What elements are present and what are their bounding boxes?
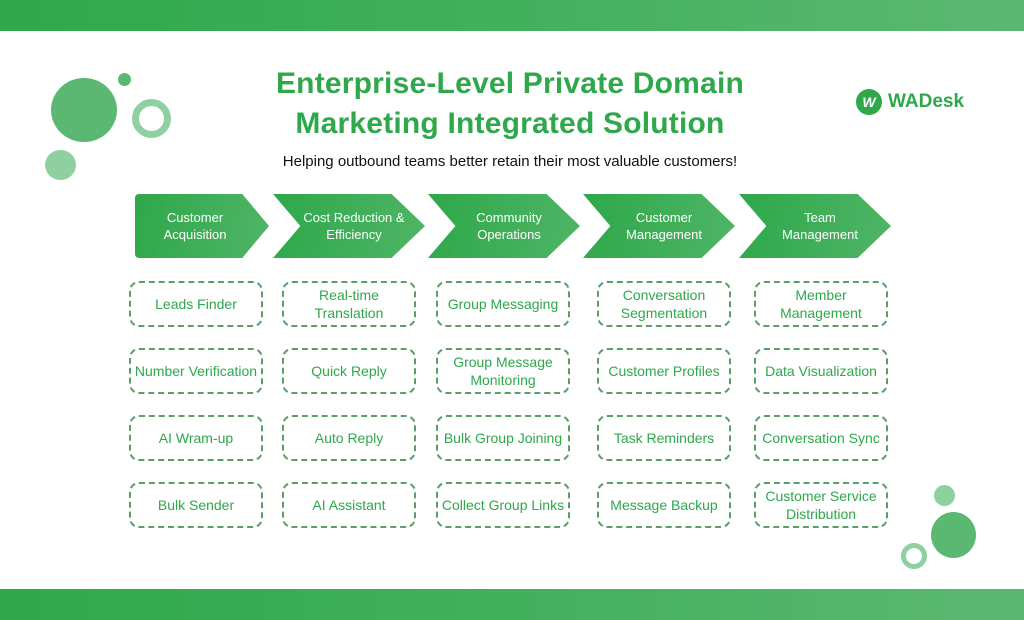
feature-box: Bulk Group Joining — [436, 415, 570, 461]
stage-label: Customer Acquisition — [163, 210, 227, 242]
feature-box: AI Assistant — [282, 482, 416, 528]
feature-box: Member Management — [754, 281, 888, 327]
stage-label: Community Operations — [476, 210, 542, 242]
feature-box: Group Messaging — [436, 281, 570, 327]
feature-box: Customer Service Distribution — [754, 482, 888, 528]
feature-box: Leads Finder — [129, 281, 263, 327]
wadesk-logo-icon: W — [856, 89, 882, 115]
feature-box: Data Visualization — [754, 348, 888, 394]
stage-arrow-cost-reduction: Cost Reduction & Efficiency — [273, 194, 425, 258]
logo-text: WADesk — [888, 91, 965, 112]
feature-box: Auto Reply — [282, 415, 416, 461]
feature-box: Real-time Translation — [282, 281, 416, 327]
decorative-circle-large — [931, 512, 976, 558]
subtitle: Helping outbound teams better retain the… — [282, 153, 738, 170]
stage-label: Customer Management — [626, 210, 702, 242]
title-line-1: Enterprise-Level Private Domain — [275, 67, 745, 100]
feature-box: Bulk Sender — [129, 482, 263, 528]
stage-label: Team Management — [782, 210, 858, 242]
decorative-circle-small — [45, 150, 76, 180]
stage-arrow-team-management: Team Management — [739, 194, 891, 258]
feature-box: Customer Profiles — [597, 348, 731, 394]
feature-box: Number Verification — [129, 348, 263, 394]
stage-arrow-customer-acquisition: Customer Acquisition — [135, 194, 269, 258]
stage-arrow-community-operations: Community Operations — [428, 194, 580, 258]
decorative-circle-large — [51, 78, 117, 142]
feature-box: Collect Group Links — [436, 482, 570, 528]
feature-box: Task Reminders — [597, 415, 731, 461]
decorative-circle-small — [934, 485, 955, 506]
feature-box: Quick Reply — [282, 348, 416, 394]
title-line-2: Marketing Integrated Solution — [295, 107, 725, 140]
decorative-ring — [901, 543, 927, 569]
feature-box: Conversation Segmentation — [597, 281, 731, 327]
decorative-circle-dot — [118, 73, 131, 86]
stage-arrow-customer-management: Customer Management — [583, 194, 735, 258]
feature-box: Message Backup — [597, 482, 731, 528]
decorative-ring — [132, 99, 171, 138]
top-banner — [0, 0, 1024, 31]
bottom-banner — [0, 589, 1024, 620]
feature-box: Conversation Sync — [754, 415, 888, 461]
feature-box: AI Wram-up — [129, 415, 263, 461]
page-title: Enterprise-Level Private Domain Marketin… — [200, 64, 820, 144]
wadesk-logo: W WADesk — [856, 89, 964, 115]
stage-label: Cost Reduction & Efficiency — [303, 210, 405, 242]
feature-box: Group Message Monitoring — [436, 348, 570, 394]
